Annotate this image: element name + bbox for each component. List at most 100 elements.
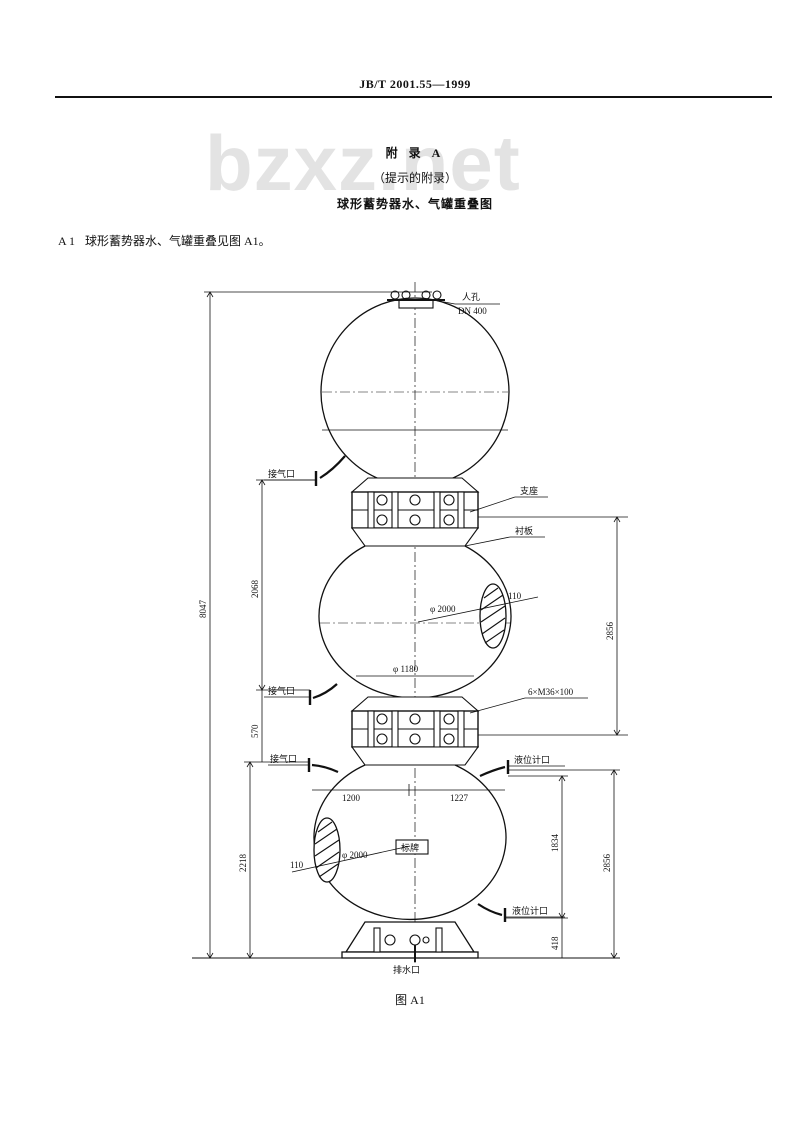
label-liner: 衬板 [515,525,533,536]
header-rule [55,96,772,98]
dimension-lines-horizontal [312,675,505,796]
label-level-lower: 液位计口 [512,905,548,916]
dimension-tick [246,761,254,768]
dimension-tick [258,684,266,691]
label-dim-2218: 2218 [238,854,248,873]
dimension-lines-left [204,291,432,959]
label-level-upper: 液位计口 [514,754,550,765]
label-manway-mid: 110 [508,591,522,601]
gas-inlet-nozzle-middle [308,683,338,705]
label-manhole-size: DN 400 [458,306,487,316]
leader-lines [264,299,588,918]
base-bolt [384,934,396,946]
level-gauge-nozzle-lower [477,903,507,922]
manway-hatch [480,594,504,611]
joint-bolt [443,494,455,506]
dimension-tick [246,952,254,959]
joint-bolt [409,733,421,745]
joint-bolt [409,514,421,526]
joint-bolt [376,733,388,745]
drawing-labels: 人孔 DN 400 接气口 支座 衬板 φ 2000 110 φ 1180 接气… [198,292,615,975]
middle-sphere [318,545,512,699]
manhole-bolt [432,290,442,300]
joint-bolt [443,713,455,725]
manway-hatch [314,828,338,845]
standard-code: JB/T 2001.55—1999 [359,77,471,91]
base-bolt [422,936,430,944]
clause-text: 球形蓄势器水、气罐重叠见图 A1。 [85,234,271,248]
label-gas-inlet-mid: 接气口 [268,685,295,696]
base-rib [373,927,381,953]
joint-bolt [376,494,388,506]
base-support [341,921,479,962]
base-skirt [344,921,476,953]
support-joint-upper [350,477,480,547]
manway-opening [313,817,341,883]
manhole-neck [398,299,434,309]
label-drain: 排水口 [393,964,420,975]
label-dim-1200: 1200 [342,793,361,803]
base-rib [435,927,443,953]
manway-lower [313,817,341,883]
gas-inlet-nozzle-top [314,455,346,486]
label-dim-2068: 2068 [250,580,260,599]
level-gauge-nozzle-upper [479,760,510,777]
watermark: bzxz.net [205,119,521,207]
label-dim-2856-upper: 2856 [605,622,615,641]
joint-top-ring [350,696,480,712]
label-nameplate: 标牌 [401,842,419,853]
dimension-tick [613,516,621,523]
manway-hatch [318,863,339,878]
joint-plate [433,710,441,748]
nameplate-box [395,839,429,855]
nozzle-pipe [479,765,506,777]
dimension-tick [206,291,214,298]
label-manway-low: 110 [290,860,304,870]
manway-hatch [481,617,506,635]
dimension-tick [206,952,214,959]
appendix-label: 附 录 A [385,146,445,160]
joint-plate [433,491,441,529]
manway-hatch [315,851,340,869]
joint-bottom-ring [350,527,480,547]
manhole [387,290,445,309]
joint-bolt [376,514,388,526]
appendix-note: （提示的附录） [372,171,457,185]
manway-middle [479,583,507,649]
base-plate [341,951,479,959]
manhole-bolt [421,290,431,300]
dimension-tick [558,912,566,919]
manway-opening [479,583,507,649]
manway-hatch [314,839,340,857]
label-dia-low: φ 2000 [342,850,368,860]
manway-hatch [317,821,333,833]
joint-plate [457,491,465,529]
support-joint-lower [350,696,480,766]
label-dia-joint: φ 1180 [393,664,419,674]
leader-liner [464,536,511,547]
joint-plate [391,710,399,748]
label-dim-1834: 1834 [550,834,560,853]
joint-plate [367,491,375,529]
label-dim-total: 8047 [198,600,208,619]
label-dim-418: 418 [550,936,560,950]
clause-number: A 1 [58,234,76,248]
joint-plate [367,710,375,748]
manhole-bolt [401,290,411,300]
manway-hatch [483,587,499,599]
joint-bolt [409,494,421,506]
dimension-tick [258,479,266,486]
nozzle-pipe [319,455,346,479]
label-support: 支座 [520,485,538,496]
joint-bolt [376,713,388,725]
label-dim-570: 570 [250,724,260,738]
label-gas-inlet-top: 接气口 [268,468,295,479]
dimension-lines-right [478,516,628,959]
joint-plate [457,710,465,748]
dimension-tick [610,952,618,959]
leader-bolts [469,697,526,714]
figure-caption: 图 A1 [395,993,425,1007]
manhole-bolt [390,290,400,300]
